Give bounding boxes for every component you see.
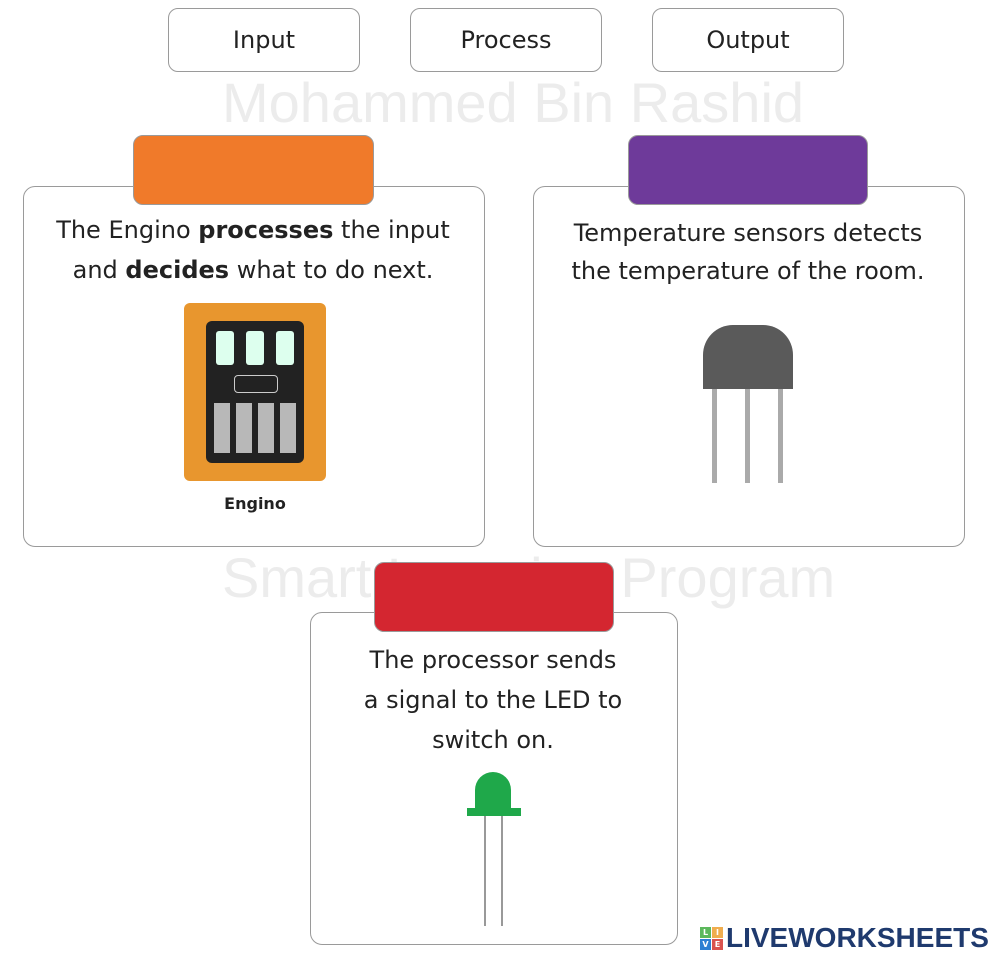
process-card-text: The Engino processes the input and decid… bbox=[56, 216, 450, 284]
drop-zone-orange[interactable] bbox=[133, 135, 374, 205]
brand-name: LIVEWORKSHEETS bbox=[726, 922, 989, 953]
drop-zone-red[interactable] bbox=[374, 562, 614, 632]
option-output[interactable]: Output bbox=[652, 8, 844, 72]
option-process[interactable]: Process bbox=[410, 8, 602, 72]
engino-caption: Engino bbox=[224, 494, 286, 513]
engino-board-image bbox=[184, 303, 326, 481]
led-image bbox=[465, 772, 523, 927]
option-input[interactable]: Input bbox=[168, 8, 360, 72]
drop-zone-purple[interactable] bbox=[628, 135, 868, 205]
watermark-line-1: Mohammed Bin Rashid bbox=[222, 71, 805, 134]
temperature-sensor-image bbox=[700, 325, 795, 485]
